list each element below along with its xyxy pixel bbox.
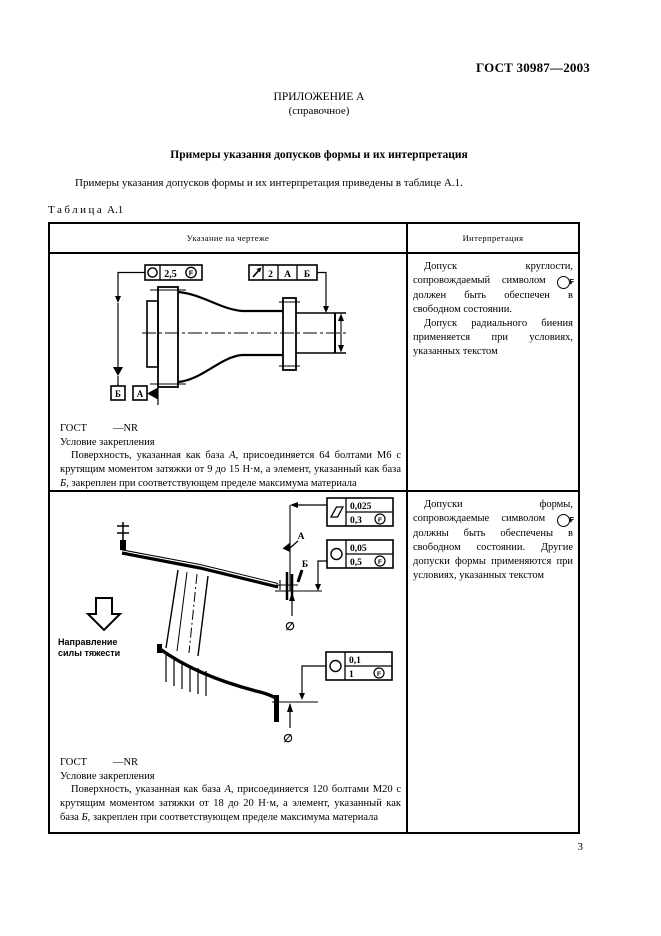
circularity-icon [330, 547, 343, 561]
leaders [113, 271, 329, 386]
fcf2-datum2: Б [304, 270, 310, 280]
interp-1-para-2: Допуск радиального биения применяется пр… [413, 318, 573, 358]
appendix-title: ПРИЛОЖЕНИЕ А [273, 91, 365, 103]
fcf-c1-v1: 0,05 [350, 544, 367, 554]
fcf1-mod: F [189, 271, 194, 278]
right-dimension [338, 313, 344, 353]
datum-b-leader [296, 569, 304, 583]
gost-label: ГОСТ [60, 423, 87, 434]
fcf-flat-mod: F [378, 517, 382, 524]
interpretation-cell-1: Допуск круглости, сопровождаемый символо… [408, 254, 578, 490]
table-label-word: Таблица [48, 204, 105, 216]
datum-triangle-b [113, 367, 123, 376]
gravity-label-1: Направление [58, 637, 117, 647]
datum-ref-a: А [229, 450, 236, 462]
circularity-icon [147, 267, 158, 278]
note-block-2: ГОСТ —NR Условие закрепления Поверхность,… [60, 756, 401, 824]
nr-label: —NR [112, 757, 139, 768]
fcf-flat-v1: 0,025 [350, 502, 372, 512]
datum-ref-b: Б [81, 811, 88, 823]
intro-paragraph: Примеры указания допусков формы и их инт… [75, 177, 463, 189]
nr-label: —NR [112, 423, 139, 434]
doc-number: ГОСТ 30987—2003 [475, 60, 590, 75]
shaft-drawing: 2,5 F 2 А Б [110, 264, 348, 405]
shaft-part [142, 286, 348, 388]
note-gost-line: ГОСТ —NR [60, 422, 401, 436]
note-cond-line: Условие закрепления [60, 770, 155, 782]
datum-a-label: А [298, 532, 305, 542]
datum-boxes [110, 384, 159, 405]
appendix-note: (справочное) [288, 105, 350, 117]
free-state-icon: F [557, 514, 574, 528]
drawing-cell-2: 0,025 0,3 F 0,05 0,5 F [50, 492, 408, 832]
diameter-symbol-1: ∅ [285, 621, 295, 633]
fcf-c2-mod: F [377, 671, 381, 678]
fcf1-value: 2,5 [164, 269, 177, 280]
note-body-1: Поверхность, указанная как база А, присо… [60, 450, 401, 489]
header-interpretation-column: Интерпретация [462, 233, 524, 243]
tolerance-table: Указание на чертеже Интерпретация 2,5 F [48, 222, 580, 834]
gost-label: ГОСТ [60, 757, 87, 768]
datum-triangle-a [147, 387, 158, 400]
free-state-icon [374, 555, 386, 567]
free-state-icon [185, 266, 197, 279]
free-state-icon: F [557, 276, 574, 290]
interp-1-para-1: Допуск круглости, сопровождаемый символо… [413, 261, 574, 316]
fcf-circularity-1 [326, 539, 394, 569]
fcf-c2-v1: 0,1 [349, 656, 361, 666]
drawing-cell-1: 2,5 F 2 А Б [50, 254, 408, 490]
flatness-icon [329, 506, 345, 518]
casing-drawing: 0,025 0,3 F 0,05 0,5 F [58, 497, 394, 745]
note-body-2: Поверхность, указанная как база А, присо… [60, 784, 401, 823]
table-label: Таблица А.1 [48, 204, 123, 216]
section-title: Примеры указания допусков формы и их инт… [170, 149, 468, 161]
fcf-c2-v2: 1 [349, 670, 354, 680]
table-header-row: Указание на чертеже Интерпретация [50, 224, 578, 254]
diameter-callouts [272, 590, 322, 728]
header-drawing-column: Указание на чертеже [50, 224, 408, 252]
fcf2-value: 2 [268, 270, 273, 280]
free-state-icon [374, 513, 386, 525]
fcf-c1-v2: 0,5 [350, 558, 362, 568]
gravity-arrow-icon [85, 597, 123, 632]
circularity-icon [329, 659, 342, 673]
fcf-flat-v2: 0,3 [350, 516, 362, 526]
table-row: 0,025 0,3 F 0,05 0,5 F [50, 492, 578, 832]
interp-2-para: Допуски формы, сопровождаемые символом F… [413, 499, 574, 582]
gravity-label-2: силы тяжести [58, 648, 120, 658]
diameter-symbol-2: ∅ [283, 733, 293, 745]
page-number: 3 [577, 841, 584, 853]
datum-ref-b: Б [60, 477, 67, 489]
datum-box-b-label: Б [115, 389, 121, 399]
interpretation-cell-2: Допуски формы, сопровождаемые символом F… [408, 492, 578, 832]
datum-ref-a: А [224, 784, 231, 796]
table-label-num: А.1 [107, 204, 124, 216]
casing-part [117, 522, 298, 722]
datum-b-label: Б [302, 560, 308, 570]
bottom-flange [274, 695, 279, 722]
fcf-flatness [326, 497, 394, 527]
datum-box-a-label: А [137, 389, 144, 399]
fcf2-datum1: А [284, 270, 291, 280]
fcf-c1-mod: F [378, 559, 382, 566]
note-block-1: ГОСТ —NR Условие закрепления Поверхность,… [60, 422, 401, 490]
leaders [289, 502, 327, 700]
note-cond-line: Условие закрепления [60, 436, 155, 448]
note-gost-line: ГОСТ —NR [60, 756, 401, 770]
datum-a-leader [282, 540, 299, 552]
free-state-icon [373, 667, 385, 679]
cone-centerline [188, 573, 198, 654]
table-row: 2,5 F 2 А Б [50, 254, 578, 492]
